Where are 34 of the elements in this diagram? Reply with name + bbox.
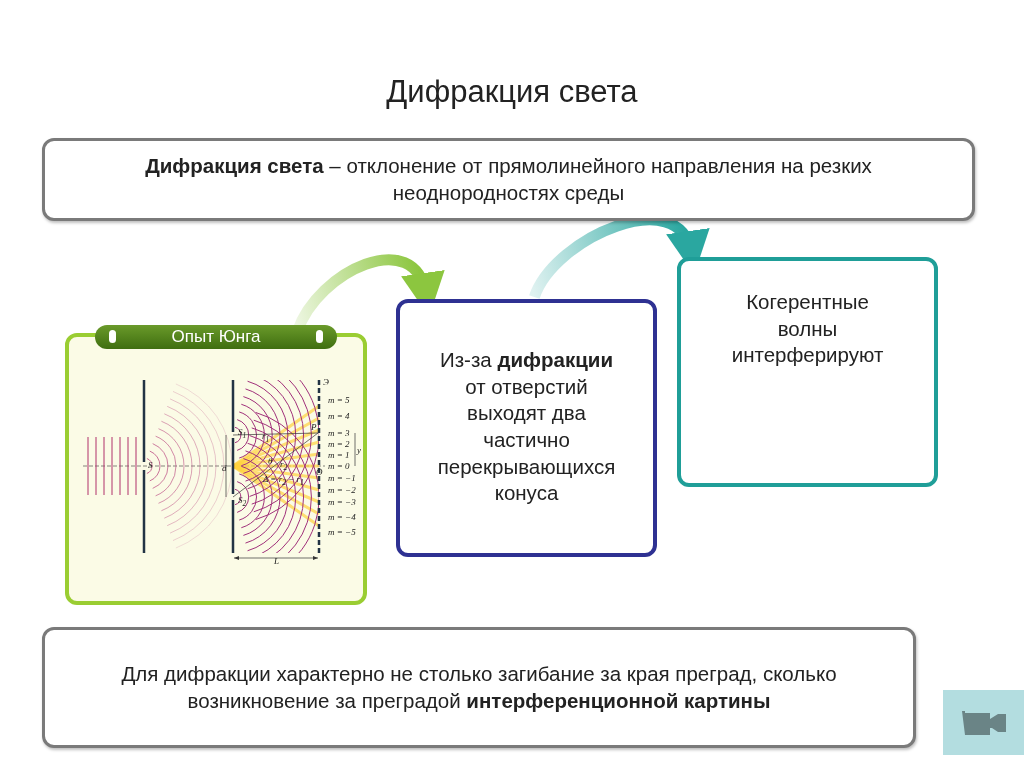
drawing-label: P	[311, 423, 317, 432]
text-box	[677, 257, 938, 487]
text-box	[42, 138, 975, 221]
drawing-label: m = −2	[328, 486, 356, 495]
drawing-label: m = −4	[328, 513, 356, 522]
drawing-label: m = −5	[328, 528, 356, 537]
drawing-label: m = −3	[328, 498, 356, 507]
drawing-label: y	[357, 446, 361, 455]
drawing-label: m = −1	[328, 474, 356, 483]
drawing-label: m = 1	[328, 451, 350, 460]
drawing-label: m = 3	[328, 429, 350, 438]
text-box	[42, 627, 916, 748]
drawing-label: Э	[323, 378, 329, 387]
text-box	[396, 299, 657, 557]
drawing-label: m = 4	[328, 412, 350, 421]
drawing-label: m = 0	[328, 462, 350, 471]
box-text: Из-за дифракции от отверстий выходят два частично перекрывающихся конуса	[436, 347, 617, 507]
box-text: Для дифракции характерно не столько загибание за края преград, сколько возникновение за преградой интерференционной картины	[120, 660, 838, 714]
box-text: Дифракция света – отклонение от прямолинейного направления на резких неоднородностях среды	[144, 152, 873, 206]
drawing-label: d	[222, 464, 227, 473]
drawing-label: r$_{1}$	[262, 432, 270, 444]
drawing-label: m = 2	[328, 440, 350, 449]
panel-heading: Опыт Юнга	[95, 325, 337, 349]
drawing-label: O	[316, 468, 323, 477]
drawing-label: L	[274, 557, 279, 566]
drawing-label: Δ = r$_{2}$ − r$_{1}$	[263, 475, 304, 487]
slide-title: Дифракция света	[385, 74, 639, 110]
drawing-label: S	[148, 461, 153, 470]
drawing-label: r$_{2}$	[280, 460, 288, 472]
drawing-label: θ	[268, 457, 273, 466]
drawing-label: m = 5	[328, 396, 350, 405]
drawing-label: S$_{2}$	[238, 496, 247, 508]
drawing-label: S$_{1}$	[238, 428, 247, 440]
box-text: Когерентные волны интерферируют	[730, 289, 885, 369]
